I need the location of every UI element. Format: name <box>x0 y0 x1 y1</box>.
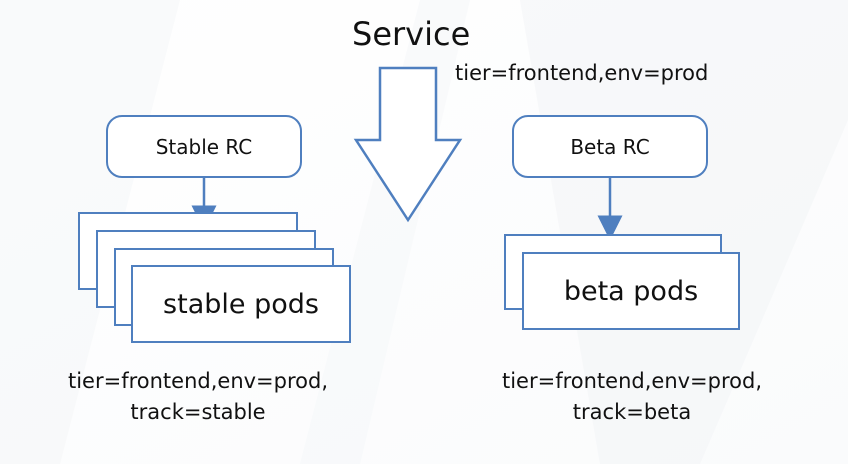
beta-pods-box: beta pods <box>522 252 740 330</box>
stable-labels-line2: track=stable <box>130 400 266 424</box>
beta-labels-line2: track=beta <box>572 400 692 424</box>
beta-rc-label: Beta RC <box>570 134 650 159</box>
beta-labels-line1: tier=frontend,env=prod, <box>501 369 763 393</box>
stable-pods-label: stable pods <box>163 288 319 320</box>
stable-labels: tier=frontend,env=prod, track=stable <box>0 366 396 428</box>
beta-labels: tier=frontend,env=prod, track=beta <box>440 366 824 428</box>
stable-rc-box: Stable RC <box>106 115 302 178</box>
beta-pods-label: beta pods <box>563 275 699 307</box>
service-title: Service <box>352 15 471 53</box>
service-selector-label: tier=frontend,env=prod <box>455 61 709 85</box>
stable-pods-box: stable pods <box>131 265 351 343</box>
stable-labels-line1: tier=frontend,env=prod, <box>67 369 329 393</box>
beta-rc-box: Beta RC <box>512 115 708 178</box>
stable-rc-label: Stable RC <box>155 134 253 159</box>
